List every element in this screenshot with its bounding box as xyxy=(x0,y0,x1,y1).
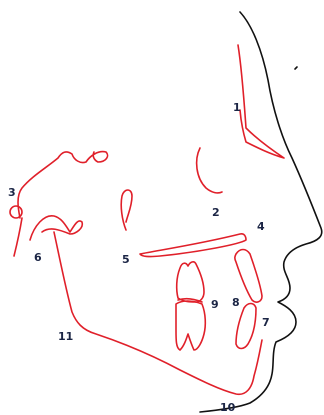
cranial-base-outline xyxy=(18,152,108,218)
orbit-outline xyxy=(197,148,222,193)
landmark-label-6: 6 xyxy=(34,251,42,264)
upper-incisor xyxy=(235,250,262,303)
landmark-label-2: 2 xyxy=(212,206,220,219)
landmark-label-4: 4 xyxy=(257,220,265,233)
landmark-label-9: 9 xyxy=(211,298,219,311)
soft-tissue-mark xyxy=(295,67,297,69)
palatal-plane xyxy=(140,234,246,257)
pterygoid-loop xyxy=(121,190,132,230)
upper-molar xyxy=(177,262,204,302)
landmark-label-10: 10 xyxy=(220,401,236,414)
condyle-loop xyxy=(30,216,82,240)
nasal-bone xyxy=(238,45,284,158)
landmark-label-7: 7 xyxy=(262,316,270,329)
landmark-label-11: 11 xyxy=(58,330,73,343)
porion-circle xyxy=(10,206,22,218)
landmark-label-8: 8 xyxy=(232,296,240,309)
lower-molar xyxy=(176,301,205,350)
landmark-label-1: 1 xyxy=(233,101,241,114)
landmark-label-3: 3 xyxy=(8,186,16,199)
occipital-edge xyxy=(14,218,22,256)
lower-incisor xyxy=(236,304,256,349)
landmark-label-5: 5 xyxy=(122,253,130,266)
